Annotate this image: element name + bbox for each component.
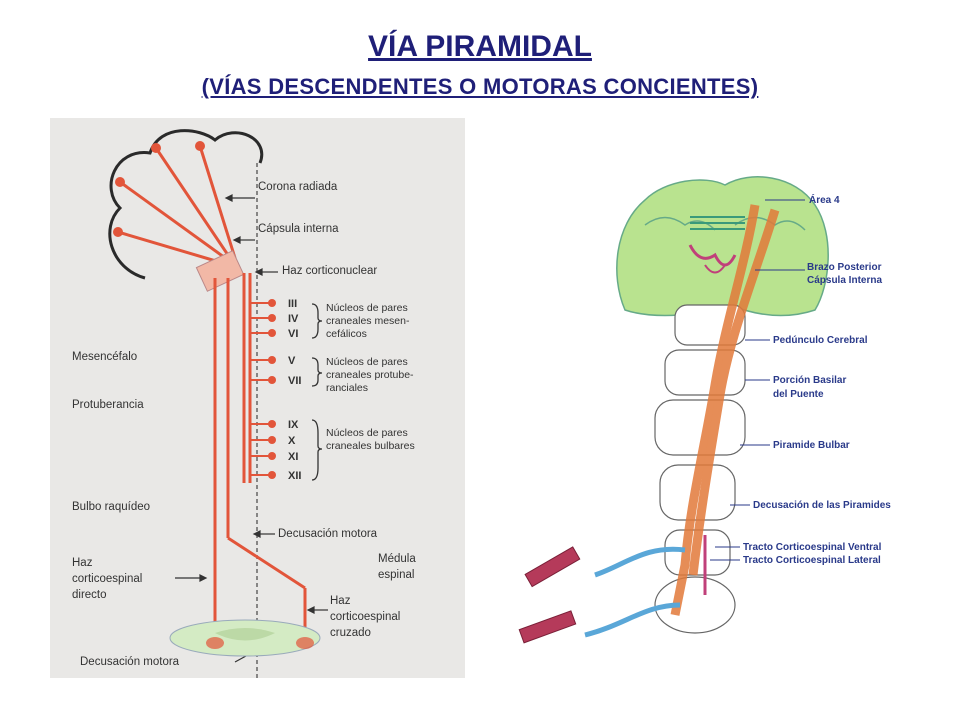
- group-braces: [311, 303, 323, 481]
- label-ventral: Tracto Corticoespinal Ventral: [743, 542, 882, 553]
- label-cruzado-1: Haz: [330, 595, 351, 607]
- right-diagram-svg: Área 4 Brazo Posterior Cápsula Interna P…: [518, 176, 891, 644]
- label-area4: Área 4: [809, 193, 840, 206]
- corticospinal-tract: [670, 204, 780, 616]
- slide-title: VÍA PIRAMIDAL: [368, 30, 592, 63]
- label-arrows: [224, 194, 328, 614]
- nucleus-VII: VII: [288, 375, 301, 387]
- label-medula-1: Médula: [378, 553, 416, 565]
- right-label-lines: [710, 199, 805, 561]
- label-capsula-interna: Cápsula interna: [258, 223, 339, 235]
- nucleus-VI: VI: [288, 328, 298, 340]
- label-lateral: Tracto Corticoespinal Lateral: [743, 555, 881, 566]
- label-directo-3: directo: [72, 589, 107, 601]
- basal-ganglia: [688, 244, 737, 267]
- nucleus-XII: XII: [288, 470, 301, 482]
- spinal-cross-section: [169, 619, 321, 657]
- group2-line2: craneales protube-: [326, 369, 414, 381]
- capsule-box: [195, 250, 245, 292]
- label-piramide: Piramide Bulbar: [773, 440, 850, 451]
- group2-line1: Núcleos de pares: [326, 356, 408, 368]
- slide-subtitle: (VÍAS DESCENDENTES O MOTORAS CONCIENTES): [201, 74, 759, 99]
- group1-line2: craneales mesen-: [326, 315, 410, 327]
- group2-line3: ranciales: [326, 382, 368, 394]
- label-directo-2: corticoespinal: [72, 573, 142, 585]
- nuclei-branches: [250, 302, 270, 476]
- label-decusacion: Decusación de las Piramides: [753, 500, 891, 511]
- nucleus-IV: IV: [288, 313, 299, 325]
- nucleus-XI: XI: [288, 451, 298, 463]
- nucleus-V: V: [288, 355, 296, 367]
- left-arrows: [175, 574, 247, 663]
- label-protuberancia: Protuberancia: [72, 399, 144, 411]
- label-haz-corticonuclear: Haz corticonuclear: [282, 265, 377, 277]
- label-corona-radiada: Corona radiada: [258, 181, 338, 193]
- label-medula-2: espinal: [378, 569, 414, 581]
- nucleus-X: X: [288, 435, 296, 447]
- group3-line1: Núcleos de pares: [326, 427, 408, 439]
- label-porcion-1: Porción Basilar: [773, 375, 846, 386]
- left-pyramidal-diagram: III IV VI V VII IX X XI XII Núcleos de p…: [50, 118, 465, 678]
- group1-line3: cefálicos: [326, 328, 367, 340]
- cortex-outline: [108, 129, 264, 280]
- ventral-tracts: [584, 546, 686, 638]
- brain-hemispheres: [616, 176, 829, 317]
- corona-fibers: [117, 145, 237, 266]
- label-pedunculo: Pedúnculo Cerebral: [773, 335, 868, 346]
- label-brazo-1: Brazo Posterior: [807, 262, 882, 273]
- label-cruzado-2: corticoespinal: [330, 611, 400, 623]
- label-decusacion-motora: Decusación motora: [278, 528, 378, 540]
- label-mesencefalo: Mesencéfalo: [72, 351, 137, 363]
- muscles: [518, 546, 581, 644]
- nucleus-III: III: [288, 298, 297, 310]
- cortical-neurons: [113, 141, 205, 237]
- right-pyramidal-diagram: Área 4 Brazo Posterior Cápsula Interna P…: [515, 165, 940, 665]
- label-directo-1: Haz: [72, 557, 93, 569]
- group3-line2: craneales bulbares: [326, 440, 415, 452]
- label-cruzado-3: cruzado: [330, 627, 371, 639]
- label-decus-bottom: Decusación motora: [80, 656, 180, 668]
- label-bulbo: Bulbo raquídeo: [72, 501, 150, 513]
- nuclei-dots: [268, 299, 276, 479]
- label-brazo-2: Cápsula Interna: [807, 275, 882, 286]
- left-diagram-svg: III IV VI V VII IX X XI XII Núcleos de p…: [72, 129, 416, 678]
- nucleus-IX: IX: [288, 419, 299, 431]
- label-porcion-2: del Puente: [773, 389, 824, 400]
- area4-lines: [690, 216, 745, 230]
- group1-line1: Núcleos de pares: [326, 302, 408, 314]
